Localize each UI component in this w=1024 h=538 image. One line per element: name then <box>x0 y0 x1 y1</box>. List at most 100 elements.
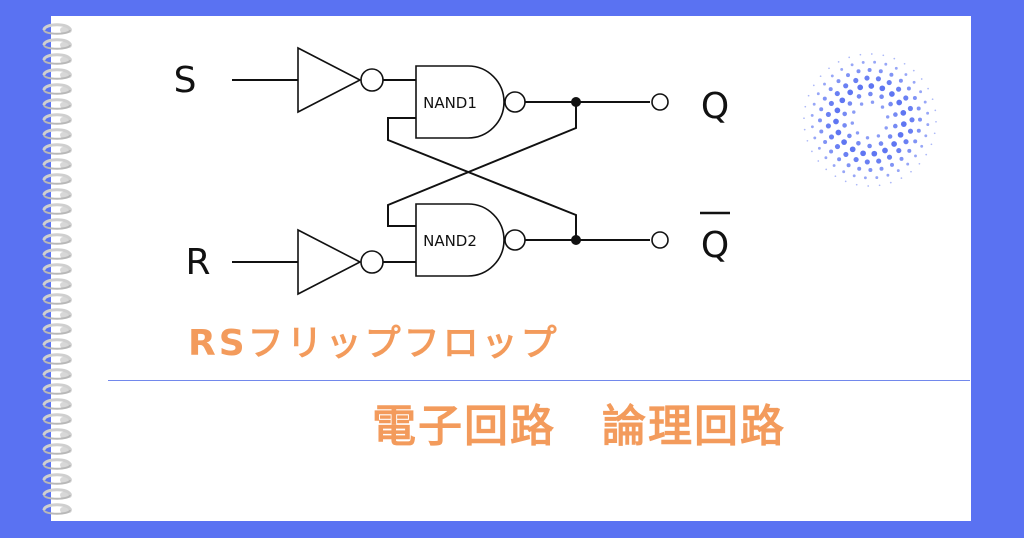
input-s-label: S <box>174 60 197 101</box>
pattern-dot <box>875 76 881 82</box>
pattern-dot <box>926 111 930 115</box>
pattern-dot <box>868 83 875 89</box>
binding-ring <box>42 413 72 425</box>
pattern-dot <box>916 106 921 111</box>
page-title: RSフリップフロップ <box>188 323 560 364</box>
pattern-dot <box>856 94 862 99</box>
binding-ring <box>42 338 72 350</box>
pattern-dot <box>882 147 888 154</box>
pattern-dot <box>896 99 903 106</box>
pattern-dot <box>846 163 851 168</box>
binding-ring <box>42 248 72 260</box>
nand2-gate <box>415 203 505 277</box>
pattern-dot <box>886 80 892 86</box>
pattern-dot <box>848 56 851 59</box>
pattern-dot <box>924 134 928 138</box>
pattern-dot <box>847 89 854 96</box>
pattern-dot <box>825 123 831 129</box>
pattern-dot <box>913 139 918 144</box>
nand2-label: NAND2 <box>423 232 477 250</box>
pattern-dot <box>870 100 875 104</box>
pattern-dot <box>817 146 821 150</box>
pattern-dot <box>852 174 856 178</box>
pattern-dot <box>843 151 849 157</box>
binding-ring <box>42 158 72 170</box>
pattern-dot <box>843 83 849 89</box>
pattern-dot <box>837 157 842 162</box>
not-gate-r <box>297 228 362 296</box>
pattern-dot <box>890 162 894 167</box>
binding-ring <box>42 308 72 320</box>
pattern-dot <box>846 73 850 78</box>
nand1-gate <box>415 65 505 139</box>
pattern-dot <box>910 170 912 173</box>
pattern-dot <box>896 86 902 92</box>
pattern-dot <box>842 123 847 128</box>
pattern-dot <box>880 105 885 109</box>
binding-ring <box>42 428 72 440</box>
q-terminal <box>651 93 669 111</box>
pattern-dot <box>875 176 879 180</box>
binding-ring <box>42 353 72 365</box>
pattern-dot <box>853 157 859 163</box>
pattern-dot <box>888 101 893 107</box>
binding-ring <box>42 128 72 140</box>
pattern-dot <box>856 69 861 74</box>
pattern-dot <box>879 166 884 171</box>
pattern-dot <box>912 96 917 100</box>
pattern-dot <box>835 129 842 136</box>
pattern-dot <box>889 181 892 184</box>
pattern-dot <box>933 132 936 135</box>
pattern-dot <box>897 131 904 138</box>
binding-ring <box>42 278 72 290</box>
pattern-dot <box>876 134 881 138</box>
pattern-dot <box>830 74 834 78</box>
pattern-dot <box>889 72 894 77</box>
pattern-dot <box>906 86 911 91</box>
pattern-dot <box>825 111 831 117</box>
pattern-dot <box>855 183 858 186</box>
pattern-dot <box>842 111 847 117</box>
binding-ring <box>42 458 72 470</box>
binding-ring <box>42 398 72 410</box>
pattern-dot <box>816 92 820 96</box>
decorative-dot-pattern <box>803 53 937 187</box>
pattern-dot <box>803 117 805 120</box>
input-r-label: R <box>185 242 210 283</box>
nand1-bubble <box>504 91 526 113</box>
pattern-dot <box>859 53 862 56</box>
pattern-dot <box>844 180 847 183</box>
pattern-dot <box>907 128 914 134</box>
pattern-dot <box>893 57 896 60</box>
pattern-dot <box>879 85 886 92</box>
binding-ring <box>42 368 72 380</box>
binding-ring <box>42 68 72 80</box>
title-divider <box>108 380 970 381</box>
binding-ring <box>42 38 72 50</box>
pattern-dot <box>806 139 809 142</box>
binding-ring <box>42 98 72 110</box>
pattern-dot <box>916 128 921 133</box>
q-bar-junction <box>571 235 581 245</box>
feedback-wire-qbar-to-nand1 <box>387 117 577 240</box>
pattern-dot <box>867 68 872 72</box>
pattern-dot <box>847 101 853 106</box>
pattern-dot <box>839 97 846 104</box>
pattern-dot <box>834 175 837 178</box>
pattern-dot <box>823 140 828 144</box>
not-bubble-r <box>360 250 384 274</box>
output-q-bar-label: Q <box>701 225 729 266</box>
pattern-dot <box>828 87 833 92</box>
pattern-dot <box>903 95 909 101</box>
pattern-dot <box>817 160 820 162</box>
pattern-dot <box>923 100 927 104</box>
pattern-dot <box>859 102 864 106</box>
pattern-dot <box>909 117 915 123</box>
pattern-dot <box>852 110 856 114</box>
pattern-dot <box>885 115 890 119</box>
pattern-dot <box>919 90 923 94</box>
pattern-dot <box>886 173 890 177</box>
binding-ring <box>42 188 72 200</box>
binding-ring <box>42 383 72 395</box>
pattern-dot <box>861 60 865 64</box>
